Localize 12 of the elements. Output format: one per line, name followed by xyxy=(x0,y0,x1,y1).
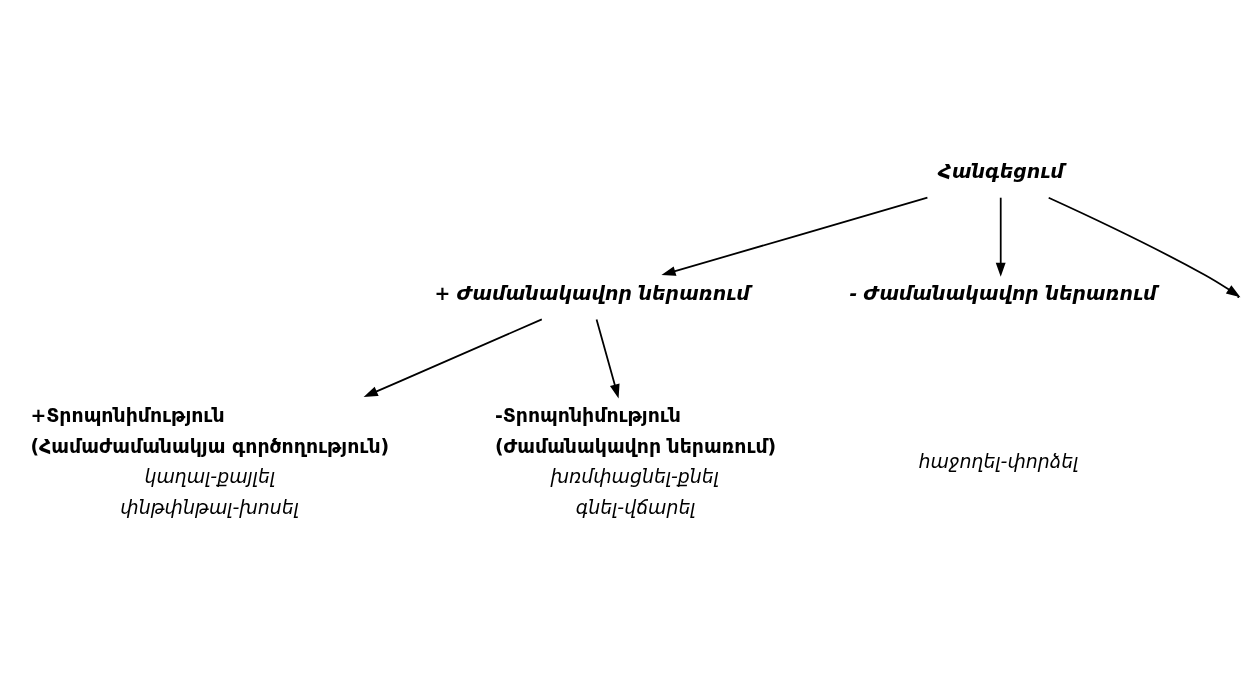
node-label: խռմփացնել-քնել xyxy=(550,465,719,488)
node-label: կաղալ-քայլել xyxy=(144,465,276,488)
arrow xyxy=(995,196,1006,277)
arrow xyxy=(363,318,543,398)
node-label: փնթփնթալ-խոսել xyxy=(120,496,299,519)
node-label: գնել-վճարել xyxy=(575,496,696,519)
arrow xyxy=(595,318,620,399)
arrow xyxy=(1047,196,1241,298)
arrow xyxy=(661,196,929,276)
label: հաջողել-փորձել xyxy=(918,450,1079,473)
node-text: +Տրոպոնիմություն (Համաժամանակյա գործողություն) xyxy=(30,403,390,457)
node-text: -Տրոպոնիմություն (Ժամանակավոր ներառում) xyxy=(494,403,777,457)
